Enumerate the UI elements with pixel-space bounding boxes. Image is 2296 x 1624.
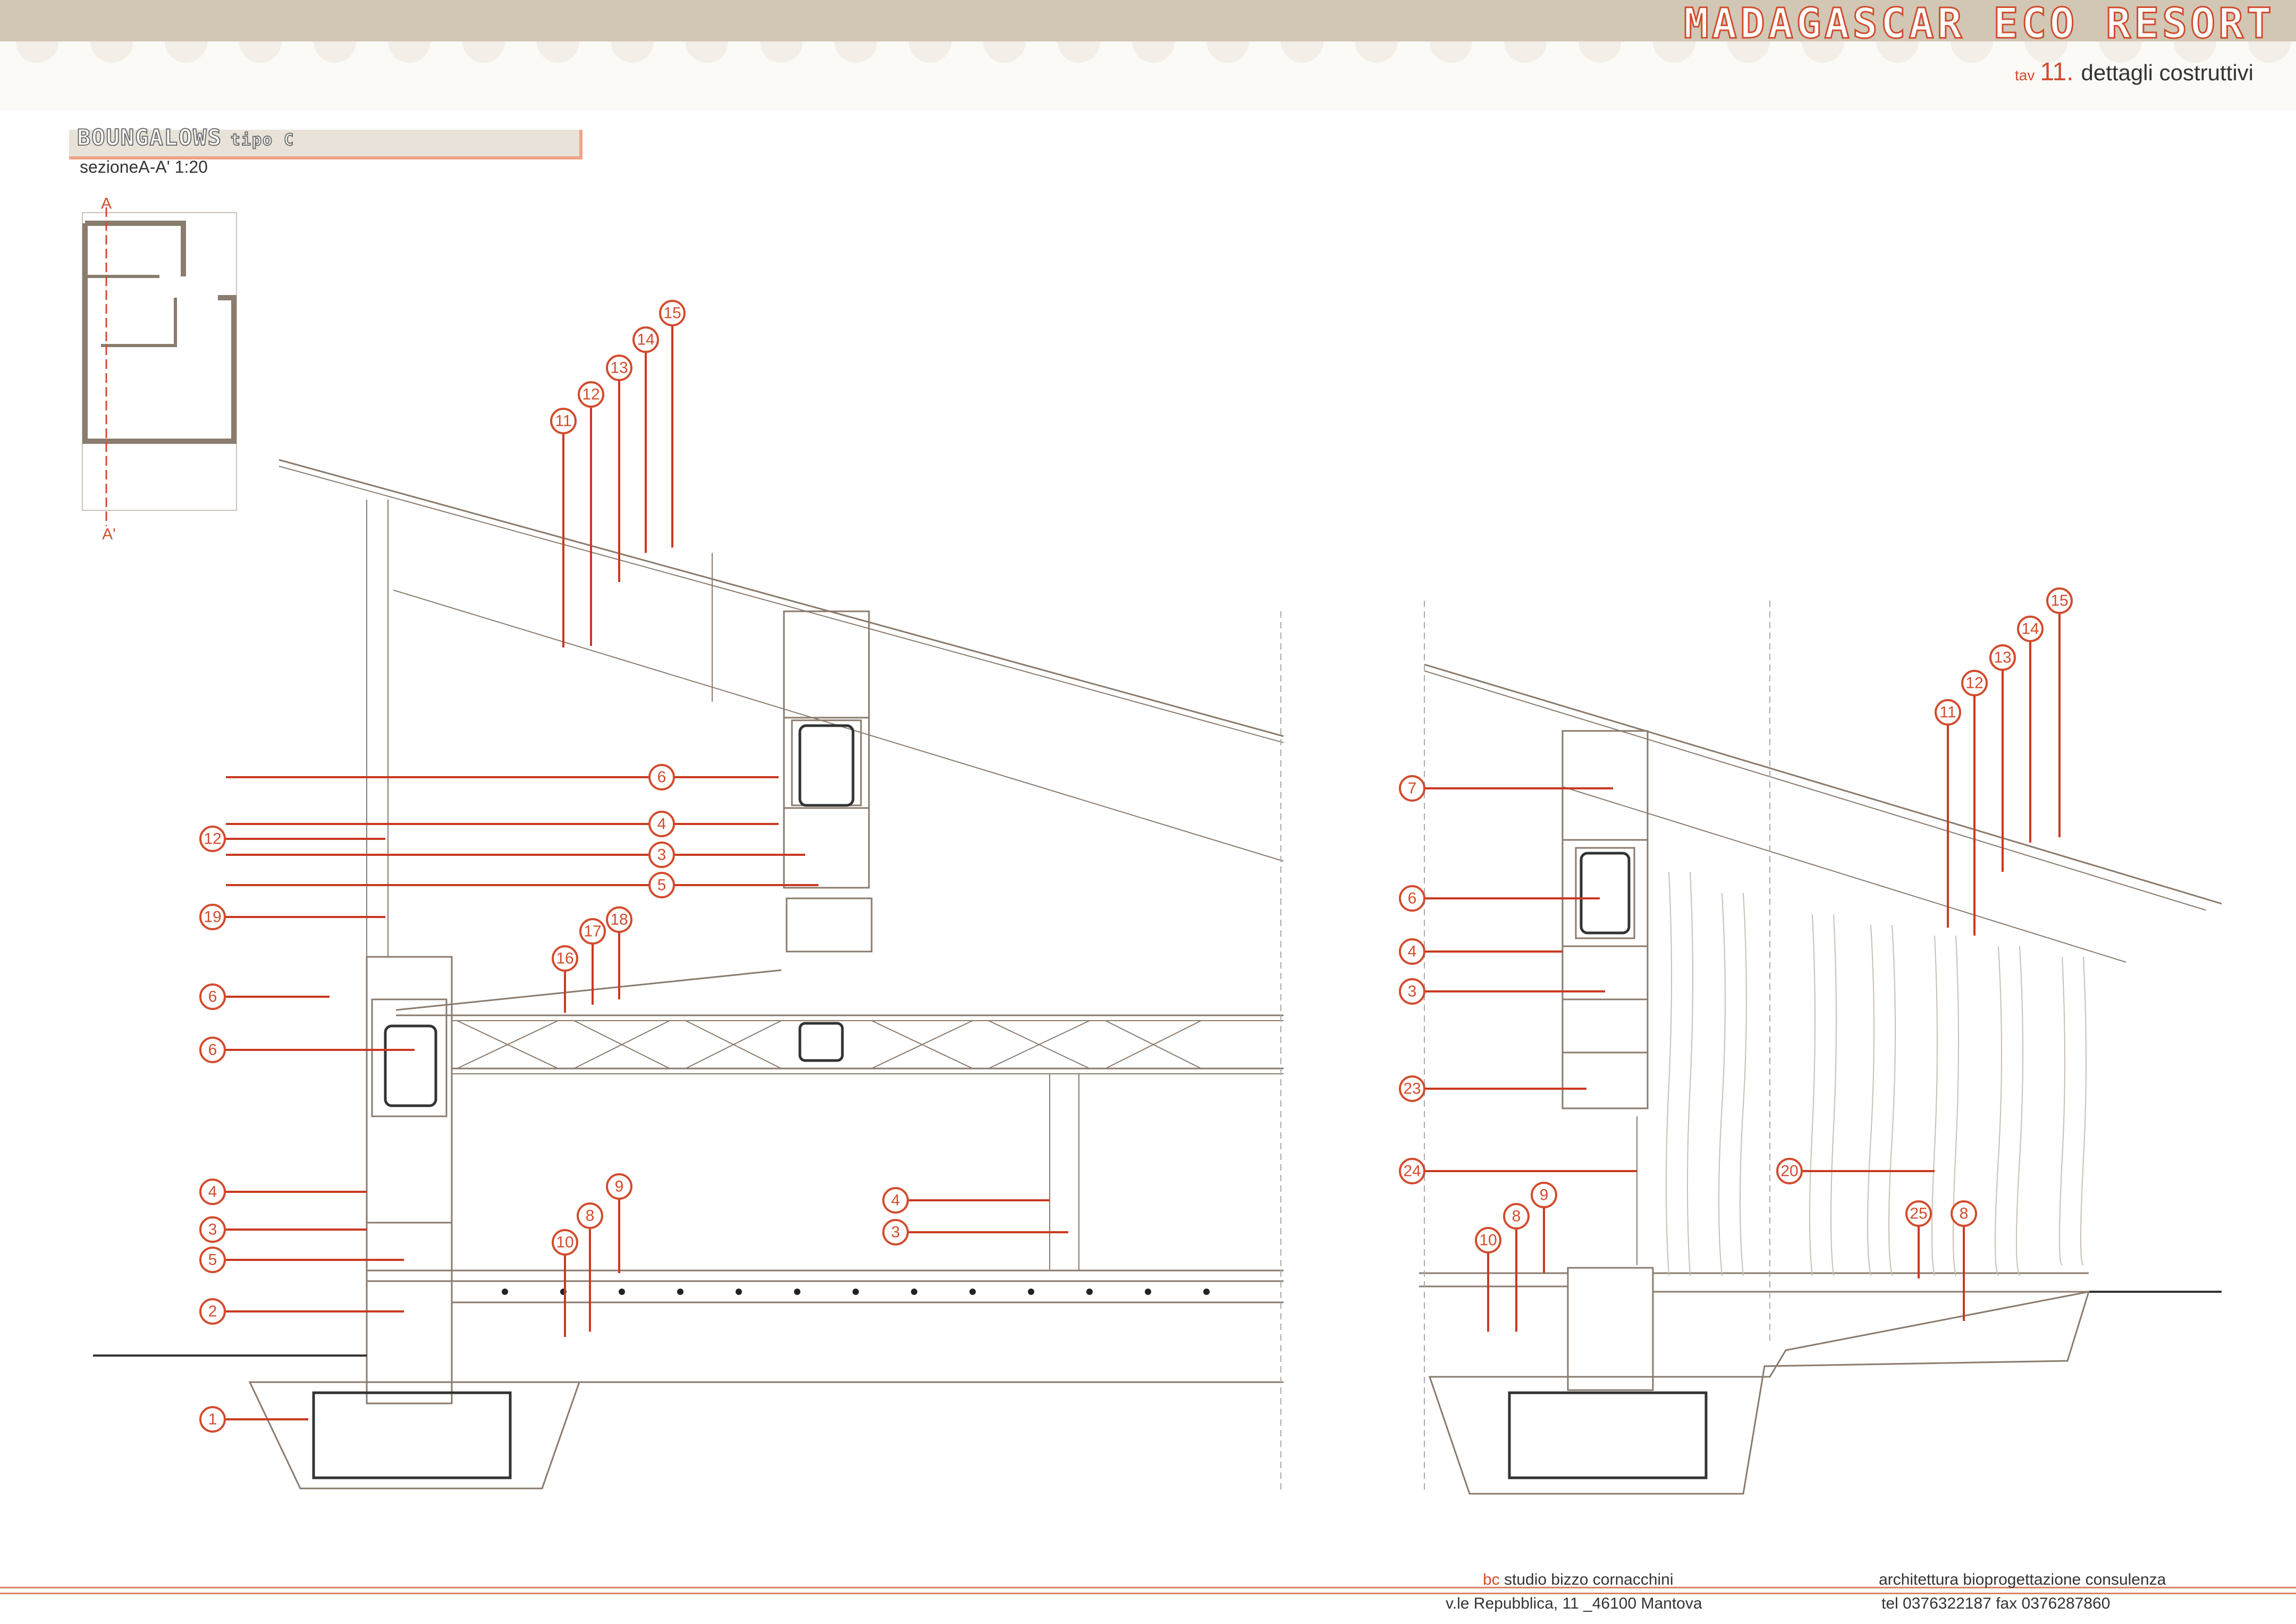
svg-text:6: 6 (657, 769, 666, 786)
svg-text:16: 16 (556, 950, 573, 967)
header-pattern (0, 41, 2296, 111)
left-rebar-dots (502, 1289, 1210, 1295)
svg-text:10: 10 (1479, 1232, 1497, 1249)
left-beams (384, 724, 855, 1107)
svg-text:25: 25 (1910, 1205, 1927, 1223)
section-title-type: tipo C (230, 130, 295, 150)
svg-text:6: 6 (208, 1041, 217, 1059)
svg-text:1: 1 (208, 1411, 217, 1428)
footer-address: v.le Repubblica, 11 _46100 Mantova (1446, 1595, 1702, 1612)
left-section-linework (93, 459, 1284, 1494)
footer-phone: tel 0376322187 fax 0376287860 (1881, 1595, 2111, 1612)
section-subtitle: sezioneA-A' 1:20 (80, 157, 208, 176)
svg-text:13: 13 (1994, 649, 2011, 667)
right-section-linework (1419, 601, 2222, 1495)
svg-text:9: 9 (615, 1178, 624, 1196)
svg-text:5: 5 (657, 877, 666, 894)
svg-text:4: 4 (891, 1192, 900, 1209)
right-beams (1580, 852, 1631, 935)
section-title: BOUNGALOWS tipo C (77, 124, 295, 151)
right-slats (1666, 871, 2087, 1276)
svg-text:3: 3 (657, 846, 666, 864)
tav-number: 11. (2040, 58, 2074, 86)
footer-tagline: architettura bioprogettazione consulenza (1879, 1571, 2166, 1588)
svg-text:23: 23 (1403, 1080, 1421, 1098)
footer-studio-prefix: bc (1483, 1571, 1500, 1588)
svg-text:2: 2 (208, 1303, 217, 1320)
svg-text:3: 3 (208, 1221, 217, 1239)
section-title-main: BOUNGALOWS (77, 124, 222, 151)
svg-text:4: 4 (657, 815, 666, 833)
svg-text:15: 15 (2050, 592, 2068, 610)
left-callouts: 15 14 13 12 11 6 4 3 5 17 18 16 12 19 6 … (199, 300, 1068, 1433)
svg-text:8: 8 (1512, 1208, 1521, 1225)
svg-text:20: 20 (1780, 1163, 1798, 1180)
section-title-bar (69, 130, 583, 159)
right-callouts: 7 6 4 3 23 24 15 14 13 12 11 20 9 8 10 2… (1399, 587, 2073, 1332)
key-plan (82, 207, 237, 526)
svg-text:6: 6 (208, 988, 217, 1006)
svg-text:7: 7 (1408, 780, 1417, 797)
footer-studio: bc studio bizzo cornacchini (1483, 1571, 1674, 1589)
svg-text:18: 18 (610, 911, 628, 929)
svg-text:19: 19 (204, 908, 221, 926)
svg-text:24: 24 (1403, 1163, 1421, 1180)
svg-text:3: 3 (891, 1224, 900, 1241)
footer-studio-name: studio bizzo cornacchini (1499, 1571, 1674, 1588)
svg-text:8: 8 (586, 1207, 595, 1225)
cut-label-bottom: A' (102, 526, 116, 543)
svg-text:4: 4 (208, 1183, 217, 1201)
svg-text:10: 10 (556, 1234, 573, 1251)
svg-text:9: 9 (1540, 1187, 1549, 1204)
svg-text:11: 11 (1939, 704, 1956, 721)
svg-text:12: 12 (1965, 675, 1983, 692)
svg-text:4: 4 (1408, 943, 1417, 961)
svg-text:3: 3 (1408, 983, 1417, 1000)
header-band (0, 0, 2296, 41)
svg-text:13: 13 (610, 359, 628, 377)
svg-text:15: 15 (663, 305, 681, 322)
project-title: MADAGASCAR ECO RESORT (1683, 0, 2275, 49)
tav-prefix: tav (2014, 67, 2035, 83)
svg-text:14: 14 (637, 331, 654, 349)
cut-label-top: A (101, 195, 112, 213)
svg-text:6: 6 (1408, 890, 1417, 907)
tav-title: dettagli costruttivi (2081, 60, 2253, 85)
footer-divider (0, 1587, 2296, 1594)
svg-text:5: 5 (208, 1251, 217, 1269)
left-joist-crosses (457, 1020, 1202, 1069)
sheet-title: tav 11. dettagli costruttivi (2015, 57, 2253, 87)
svg-text:12: 12 (204, 830, 221, 848)
svg-text:8: 8 (1960, 1205, 1969, 1223)
svg-text:17: 17 (584, 923, 601, 940)
svg-text:11: 11 (555, 413, 571, 430)
svg-text:12: 12 (582, 386, 600, 403)
svg-text:14: 14 (2021, 620, 2039, 638)
